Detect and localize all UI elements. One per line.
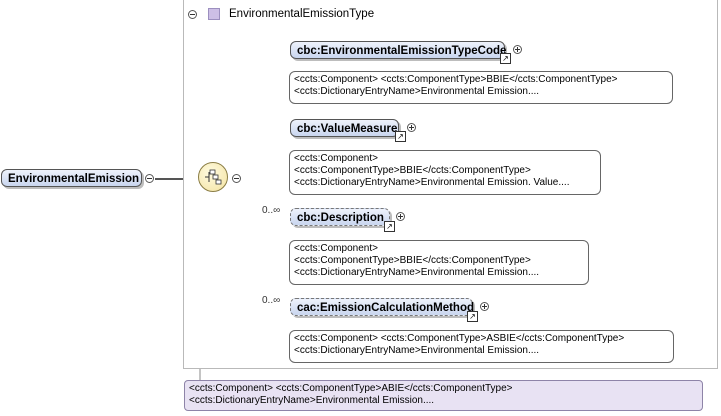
annotation-line: <ccts:DictionaryEntryName>Environmental …	[294, 267, 540, 278]
expand-icon[interactable]	[480, 302, 489, 311]
root-element[interactable]: EnvironmentalEmission	[1, 169, 142, 187]
root-collapse-icon[interactable]	[145, 174, 154, 183]
annotation-line: <ccts:Component>	[294, 153, 378, 164]
annotation-line: <ccts:DictionaryEntryName>Environmental …	[294, 86, 540, 97]
annotation-line: <ccts:Component>	[294, 243, 378, 254]
reference-arrow-icon: ↗	[384, 221, 395, 232]
expand-icon[interactable]	[513, 45, 522, 54]
annotation-line: <ccts:ComponentType>BBIE</ccts:Component…	[294, 255, 531, 266]
annotation-line: <ccts:Component> <ccts:ComponentType>ABI…	[189, 383, 513, 394]
child-element-label: cbc:EnvironmentalEmissionTypeCode	[297, 45, 507, 57]
annotation-line: <ccts:Component> <ccts:ComponentType>ASB…	[294, 333, 625, 344]
annotation-line: <ccts:Component> <ccts:ComponentType>BBI…	[294, 74, 618, 85]
cardinality-label: 0..∞	[262, 295, 281, 306]
annotation-line: <ccts:ComponentType>BBIE</ccts:Component…	[294, 165, 531, 176]
child-element-environmental-emission-type-code[interactable]: cbc:EnvironmentalEmissionTypeCode	[290, 41, 507, 59]
reference-arrow-icon: ↗	[395, 131, 406, 142]
cardinality-label: 0..∞	[262, 205, 281, 216]
expand-icon[interactable]	[407, 123, 416, 132]
type-name: EnvironmentalEmissionType	[229, 8, 375, 20]
child-element-label: cbc:Description	[297, 212, 384, 224]
annotation-box: <ccts:Component> <ccts:ComponentType>BBI…	[289, 240, 589, 285]
child-element-value-measure[interactable]: cbc:ValueMeasure	[290, 119, 399, 137]
child-element-description[interactable]: cbc:Description	[290, 208, 390, 226]
collapse-type-icon[interactable]	[188, 10, 197, 19]
reference-arrow-icon: ↗	[467, 311, 478, 322]
expand-icon[interactable]	[396, 212, 405, 221]
sequence-icon	[205, 169, 222, 185]
annotation-box: <ccts:Component> <ccts:ComponentType>BBI…	[289, 150, 601, 195]
root-element-label: EnvironmentalEmission	[8, 173, 140, 185]
annotation-line: <ccts:DictionaryEntryName>Environmental …	[189, 395, 435, 406]
sequence-collapse-icon[interactable]	[232, 174, 241, 183]
child-element-label: cac:EmissionCalculationMethod	[297, 302, 475, 314]
root-annotation-box: <ccts:Component> <ccts:ComponentType>ABI…	[184, 380, 703, 411]
reference-arrow-icon: ↗	[500, 53, 511, 64]
annotation-box: <ccts:Component> <ccts:ComponentType>BBI…	[289, 71, 673, 104]
complex-type-icon	[208, 8, 220, 20]
annotation-line: <ccts:DictionaryEntryName>Environmental …	[294, 345, 540, 356]
child-element-emission-calculation-method[interactable]: cac:EmissionCalculationMethod	[290, 298, 475, 316]
sequence-compositor-icon[interactable]	[198, 162, 228, 192]
annotation-line: <ccts:DictionaryEntryName>Environmental …	[294, 177, 570, 188]
child-element-label: cbc:ValueMeasure	[297, 123, 398, 135]
annotation-box: <ccts:Component> <ccts:ComponentType>ASB…	[289, 330, 674, 363]
